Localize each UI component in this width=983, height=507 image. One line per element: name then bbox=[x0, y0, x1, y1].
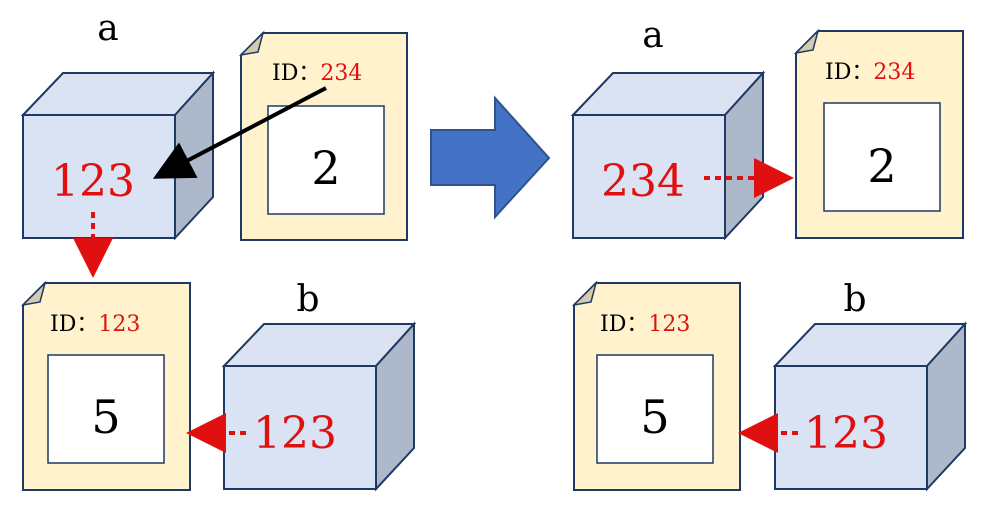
after-cube-a-value: 234 bbox=[601, 156, 685, 207]
after-cube-a: 234 bbox=[570, 70, 766, 241]
id-prefix: ID： bbox=[272, 61, 320, 86]
after-doc-a-content: 2 bbox=[867, 139, 896, 193]
before-cube-a-value: 123 bbox=[51, 156, 135, 207]
after-label-b: b bbox=[843, 279, 866, 320]
id-value: 123 bbox=[98, 312, 140, 337]
doc-content-box bbox=[267, 105, 385, 215]
before-cube-b-value: 123 bbox=[253, 408, 337, 459]
before-doc-b-id: ID：123 bbox=[50, 312, 140, 337]
doc-content-box bbox=[47, 354, 165, 464]
doc-fold-corner bbox=[571, 280, 598, 307]
after-label-a: a bbox=[642, 15, 663, 56]
before-swap-arrow bbox=[152, 86, 327, 179]
before-doc-a-id: ID：234 bbox=[272, 61, 362, 86]
before-doc-b: ID：123 5 bbox=[20, 280, 191, 491]
after-doc-a-id: ID：234 bbox=[825, 60, 915, 85]
after-doc-b-content: 5 bbox=[640, 390, 669, 444]
after-doc-b: ID：123 5 bbox=[571, 280, 741, 491]
before-label-b: b bbox=[296, 279, 319, 320]
before-doc-a: ID：234 2 bbox=[238, 30, 408, 241]
doc-content-box bbox=[823, 102, 941, 212]
id-value: 234 bbox=[320, 61, 362, 86]
after-cube-b: 123 bbox=[772, 321, 968, 492]
id-prefix: ID： bbox=[825, 60, 873, 85]
id-prefix: ID： bbox=[600, 312, 648, 337]
transition-arrow bbox=[430, 95, 551, 220]
before-doc-b-content: 5 bbox=[91, 390, 120, 444]
before-label-a: a bbox=[97, 8, 118, 49]
before-cube-b: 123 bbox=[221, 321, 417, 492]
id-value: 123 bbox=[648, 312, 690, 337]
before-cube-a: 123 bbox=[20, 70, 216, 241]
doc-content-box bbox=[596, 354, 714, 464]
before-panel: a b 123 ID：234 2 ID：123 5 bbox=[20, 8, 417, 492]
before-doc-a-content: 2 bbox=[311, 141, 340, 195]
id-value: 234 bbox=[873, 60, 915, 85]
after-cube-b-value: 123 bbox=[804, 408, 888, 459]
cube-side-face bbox=[926, 321, 966, 492]
after-doc-a: ID：234 2 bbox=[793, 28, 964, 239]
doc-fold-corner bbox=[20, 280, 47, 307]
id-prefix: ID： bbox=[50, 312, 98, 337]
doc-fold-corner bbox=[238, 30, 265, 57]
cube-side-face bbox=[375, 321, 415, 492]
doc-fold-corner bbox=[793, 28, 820, 55]
after-panel: a b 234 ID：234 2 ID：123 5 bbox=[570, 15, 968, 492]
after-doc-b-id: ID：123 bbox=[600, 312, 690, 337]
